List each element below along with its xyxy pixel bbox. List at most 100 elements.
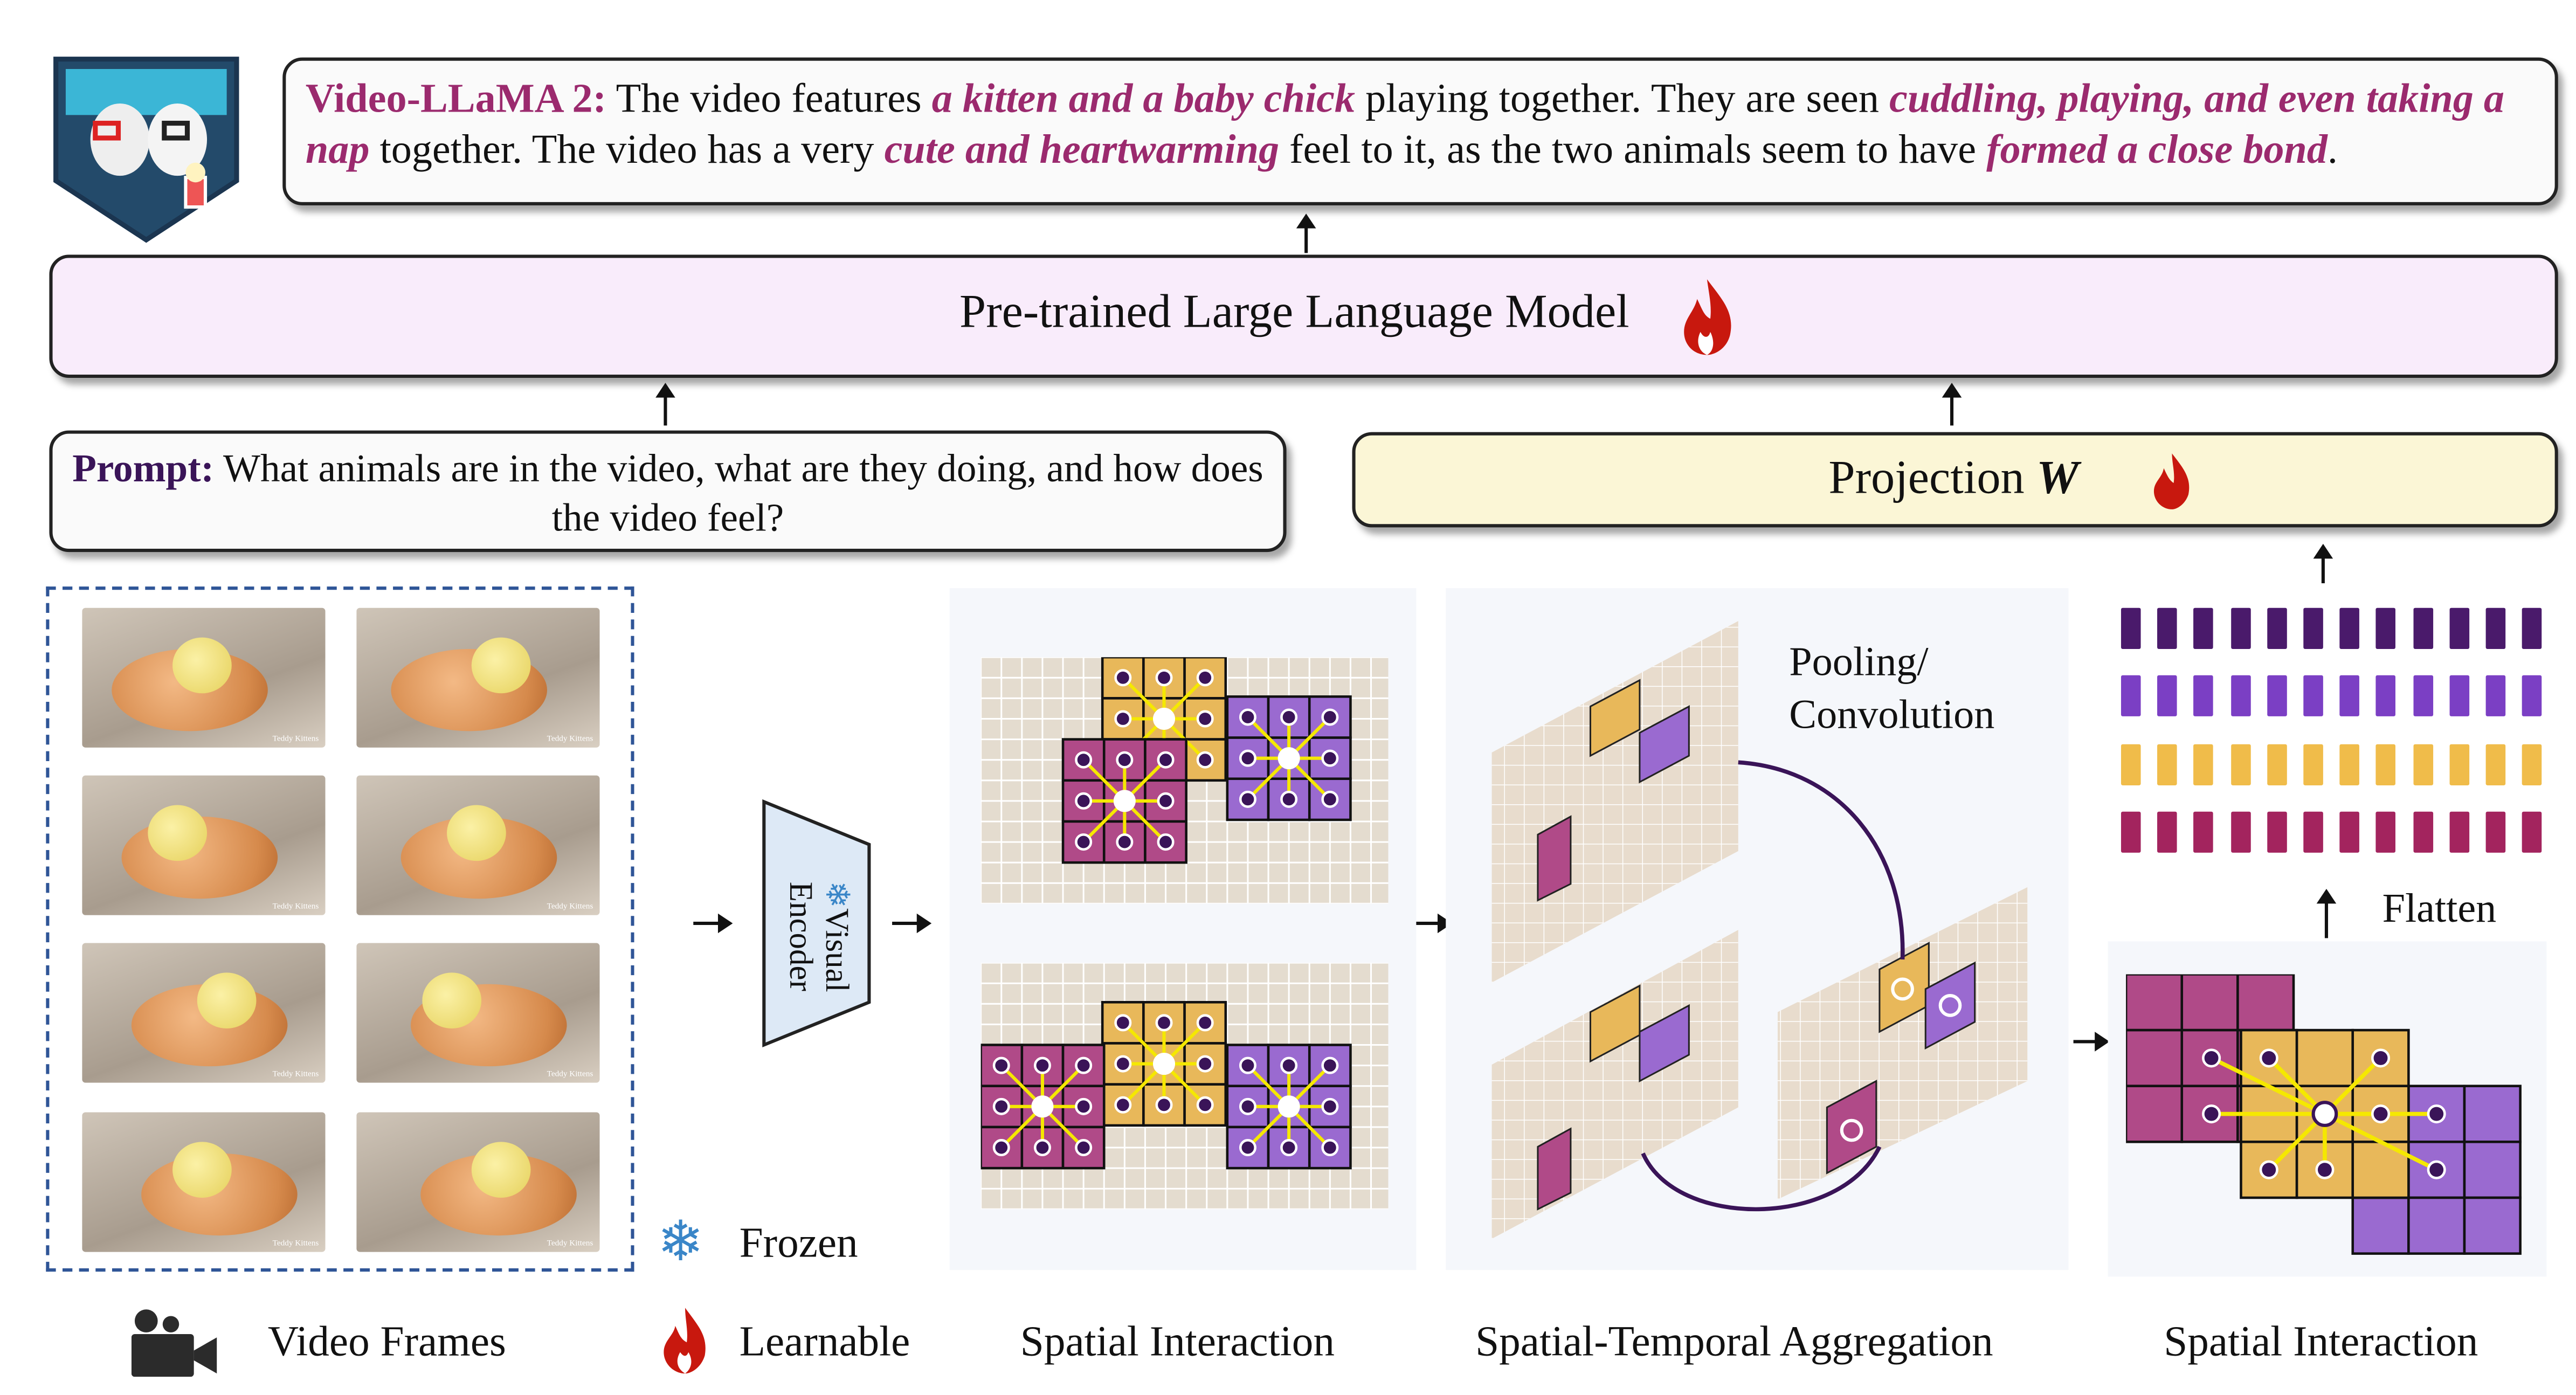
patch-token bbox=[2371, 1048, 2391, 1068]
watermark: Teddy Kittens bbox=[272, 1240, 319, 1249]
spatial-grid-frame-1 bbox=[980, 657, 1389, 904]
token bbox=[2194, 744, 2214, 785]
patch-token bbox=[2259, 1048, 2278, 1068]
patch-token bbox=[1196, 751, 1214, 769]
patch-cell bbox=[2126, 974, 2184, 1032]
token bbox=[2194, 811, 2214, 853]
patch-token bbox=[1155, 1014, 1173, 1032]
arrow-right bbox=[693, 913, 733, 934]
arrow-up bbox=[1296, 213, 1316, 253]
caption-spatial-interaction-1: Spatial Interaction bbox=[1020, 1317, 1335, 1365]
watermark: Teddy Kittens bbox=[547, 903, 593, 912]
token bbox=[2303, 675, 2323, 716]
token bbox=[2303, 744, 2323, 785]
token bbox=[2230, 675, 2250, 716]
video-frame-1: Teddy Kittens bbox=[82, 607, 326, 748]
token bbox=[2267, 675, 2287, 716]
caption-spatial-interaction-2: Spatial Interaction bbox=[2164, 1317, 2478, 1365]
patch-token bbox=[1280, 708, 1298, 726]
output-phrase: together. The video has a very bbox=[369, 128, 885, 173]
token bbox=[2157, 607, 2178, 649]
patch-cell bbox=[2463, 1141, 2522, 1199]
token bbox=[2303, 811, 2323, 853]
flatten-label: Flatten bbox=[2382, 887, 2497, 932]
token bbox=[2339, 811, 2360, 853]
token bbox=[2376, 744, 2397, 785]
patch-token bbox=[1239, 1139, 1256, 1157]
spatial-grid-aggregated bbox=[2126, 974, 2522, 1255]
patch-cell bbox=[2126, 1085, 2184, 1143]
token bbox=[2267, 811, 2287, 853]
token bbox=[2121, 811, 2141, 853]
token bbox=[2121, 675, 2141, 716]
patch-token bbox=[2315, 1160, 2335, 1179]
caption-spatial-temporal-aggregation: Spatial-Temporal Aggregation bbox=[1475, 1317, 1993, 1365]
arrow-up bbox=[1942, 383, 1962, 426]
output-phrase: The video features bbox=[606, 77, 932, 122]
patch-cell bbox=[2180, 974, 2239, 1032]
patch-token bbox=[1196, 1014, 1214, 1032]
token bbox=[2339, 607, 2360, 649]
video-frame-4: Teddy Kittens bbox=[356, 775, 600, 915]
patch-cell bbox=[2407, 1196, 2466, 1255]
prompt-box: Prompt: What animals are in the video, w… bbox=[49, 430, 1287, 553]
patch-token bbox=[2202, 1048, 2221, 1068]
patch-token bbox=[2427, 1160, 2446, 1179]
token bbox=[2485, 811, 2506, 853]
patch-token bbox=[1239, 749, 1256, 767]
prompt-label: Prompt: bbox=[72, 448, 214, 492]
patch-token bbox=[1152, 1053, 1176, 1075]
output-phrase: playing together. They are seen bbox=[1355, 77, 1890, 122]
patch-token bbox=[1239, 1097, 1256, 1115]
highlighted-phrase: formed a close bond bbox=[1986, 128, 2328, 173]
token bbox=[2267, 607, 2287, 649]
projection-box: Projection W bbox=[1352, 432, 2558, 528]
sta-diagram bbox=[1491, 621, 2028, 1239]
chick bbox=[471, 637, 531, 694]
patch-token bbox=[1277, 1095, 1300, 1118]
patch-token bbox=[1239, 708, 1256, 726]
patch-token bbox=[1075, 1139, 1093, 1157]
token bbox=[2194, 675, 2214, 716]
patch-token bbox=[1114, 1096, 1132, 1114]
patch-cell bbox=[2295, 1028, 2354, 1088]
token bbox=[2413, 744, 2433, 785]
token bbox=[2121, 607, 2141, 649]
token bbox=[2449, 607, 2469, 649]
patch-token bbox=[1116, 751, 1134, 769]
patch-token bbox=[1280, 1139, 1298, 1157]
token bbox=[2339, 744, 2360, 785]
patch-token bbox=[2371, 1104, 2391, 1124]
patch-token-center bbox=[2311, 1101, 2338, 1127]
legend-learnable: Learnable bbox=[739, 1317, 910, 1365]
watermark: Teddy Kittens bbox=[272, 736, 319, 744]
patch-token bbox=[1321, 1097, 1339, 1115]
patch-token bbox=[1196, 710, 1214, 728]
token bbox=[2485, 675, 2506, 716]
patch-cell bbox=[2236, 974, 2295, 1032]
patch-token bbox=[1075, 1097, 1093, 1115]
patch-token bbox=[1321, 708, 1339, 726]
token bbox=[2121, 744, 2141, 785]
prompt-text: What animals are in the video, what are … bbox=[223, 448, 1263, 541]
patch-token bbox=[1116, 833, 1134, 851]
arrow-right bbox=[892, 913, 932, 934]
patch-token bbox=[1321, 790, 1339, 808]
patch-cell bbox=[2351, 1196, 2410, 1255]
token bbox=[2449, 675, 2469, 716]
output-speaker: Video-LLaMA 2: bbox=[305, 77, 606, 122]
token bbox=[2194, 607, 2214, 649]
visual-encoder-label: ❄Visual Encoder bbox=[782, 854, 854, 1019]
token bbox=[2339, 675, 2360, 716]
watermark: Teddy Kittens bbox=[547, 736, 593, 744]
patch-cell bbox=[2463, 1085, 2522, 1143]
token bbox=[2413, 675, 2433, 716]
sta-aggregated-frame bbox=[1777, 887, 2028, 1200]
output-text: The video features a kitten and a baby c… bbox=[306, 77, 2504, 172]
chick bbox=[471, 1142, 531, 1198]
video-frame-3: Teddy Kittens bbox=[82, 775, 326, 915]
patch-token bbox=[992, 1097, 1010, 1115]
convolution-text: Convolution bbox=[1789, 693, 1995, 738]
token bbox=[2413, 607, 2433, 649]
patch-token bbox=[1280, 790, 1298, 808]
